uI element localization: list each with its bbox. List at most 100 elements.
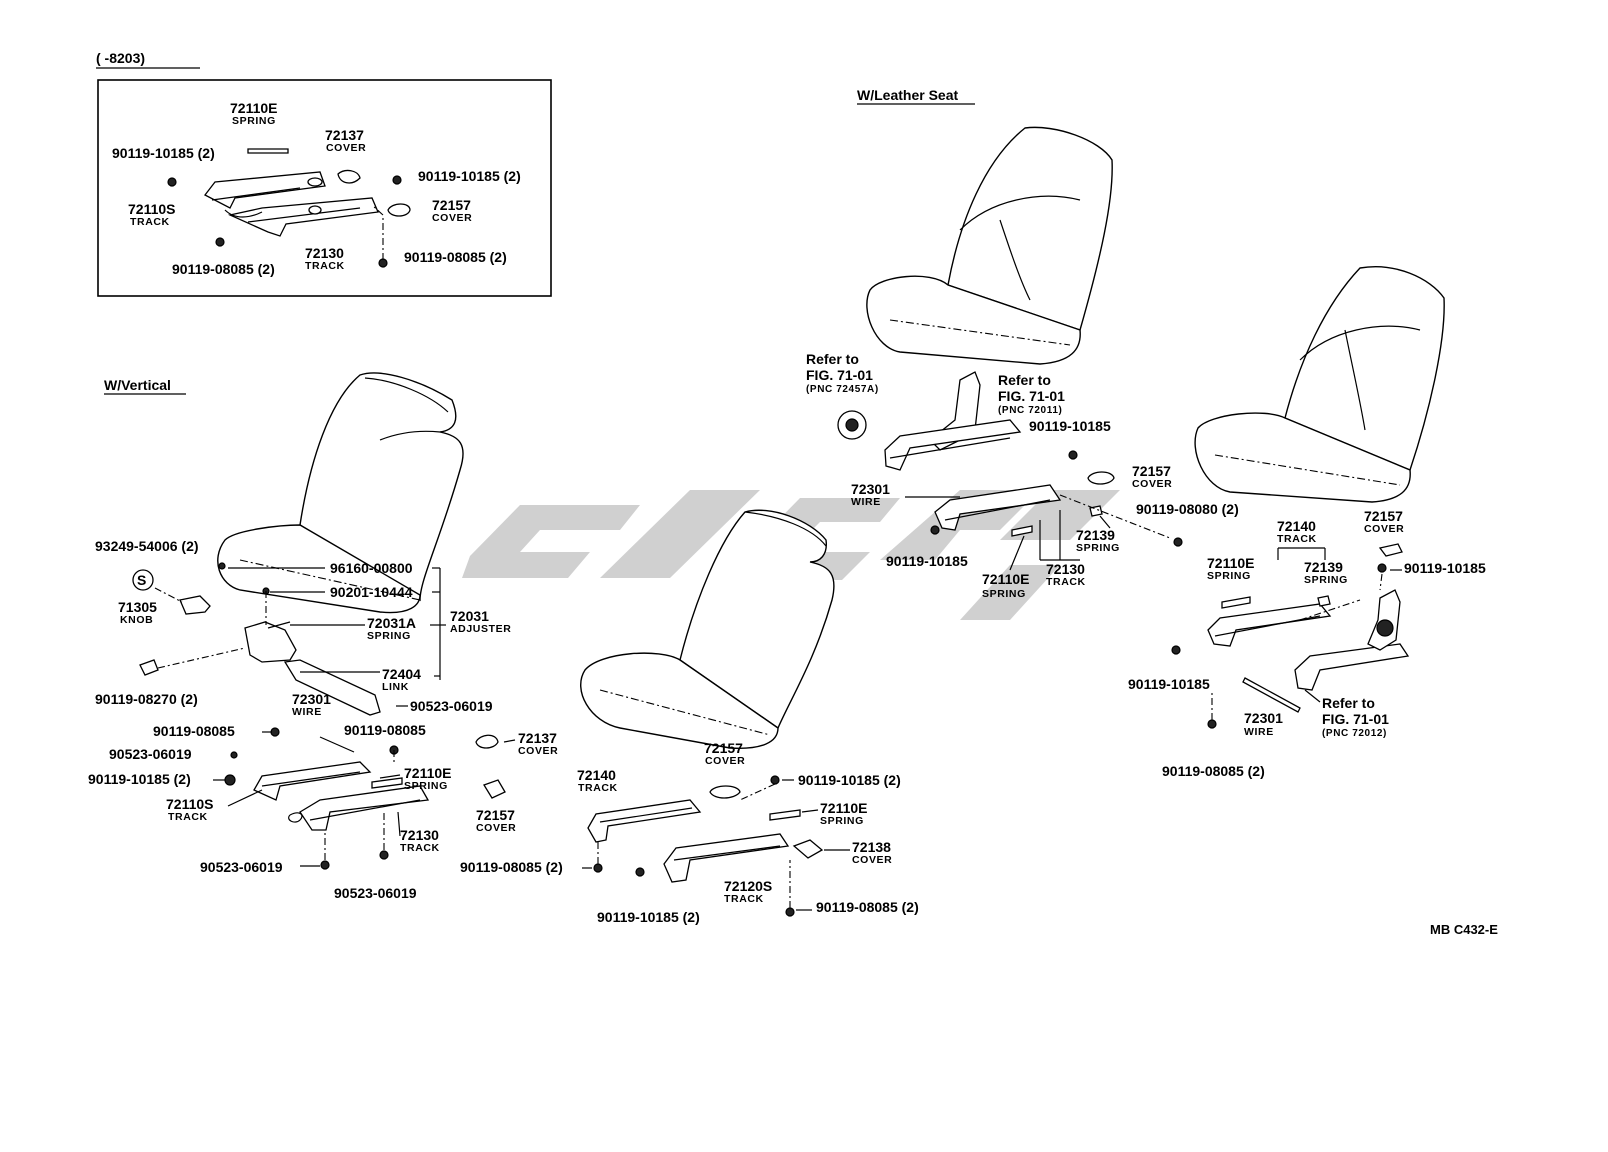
inset-label-pn: 90119-08085 (2)	[172, 261, 275, 277]
leather-spring-72110e	[1011, 525, 1033, 537]
right-label-pn: 90119-10185	[1128, 676, 1210, 692]
inset-label-pn: 90119-10185 (2)	[112, 145, 215, 161]
vertical-label-pn: 90119-08085	[344, 722, 426, 738]
right-label-name: TRACK	[1277, 533, 1317, 545]
leather-refer1-line1: Refer to	[806, 351, 859, 367]
center-label-name: TRACK	[724, 893, 764, 905]
center-label-name: COVER	[705, 755, 745, 767]
center-label-pn: 90119-08085 (2)	[460, 859, 563, 875]
right-spring-72139	[1317, 595, 1331, 607]
right-refer-line1: Refer to	[1322, 695, 1375, 711]
vertical-label-pn: 72031A	[367, 615, 416, 631]
bolt-90119-08270	[139, 659, 159, 676]
leather-lower-track	[934, 484, 1062, 531]
vertical-label-pn: 72404	[382, 666, 421, 682]
vertical-label-pn: 72137	[518, 730, 557, 746]
right-lower-track	[1294, 643, 1410, 691]
right-label-pn: 72140	[1277, 518, 1316, 534]
vertical-label-name: COVER	[476, 822, 516, 834]
leather-label-name: SPRING	[1076, 542, 1120, 554]
leather-label-pn: 90119-08080 (2)	[1136, 501, 1239, 517]
leather-label-name: WIRE	[851, 496, 881, 508]
right-refer-pnc: (PNC 72012)	[1322, 728, 1387, 739]
right-track-72140	[1207, 603, 1332, 647]
vertical-label-pn: 90119-08270 (2)	[95, 691, 198, 707]
inset-label-name: COVER	[326, 142, 366, 154]
right-label-name: WIRE	[1244, 726, 1274, 738]
vertical-label-pn: 90523-06019	[200, 859, 283, 875]
vertical-label-name: TRACK	[400, 842, 440, 854]
leather-label-pn: 72139	[1076, 527, 1115, 543]
vertical-seat	[217, 372, 464, 614]
center-cover-72138	[792, 839, 824, 859]
center-seat	[580, 509, 835, 749]
inset-label-pn: 90119-10185 (2)	[418, 168, 521, 184]
leather-label-pn: 72110E	[982, 571, 1030, 587]
leather-label-name: TRACK	[1046, 576, 1086, 588]
leather-label-name: COVER	[1132, 478, 1172, 490]
center-track-72120s	[663, 833, 790, 883]
right-refer-line2: FIG. 71-01	[1322, 711, 1389, 727]
leather-title: W/Leather Seat	[857, 87, 958, 103]
inset-bolt-4	[378, 258, 388, 268]
right-cover-72157	[1378, 543, 1403, 557]
vertical-label-pn: 90119-08085	[153, 723, 235, 739]
vertical-label-pn: S	[137, 572, 146, 588]
cover-72137	[475, 734, 499, 749]
inset-label-name: COVER	[432, 212, 472, 224]
inset-label-name: TRACK	[305, 260, 345, 272]
center-label-pn: 72120S	[724, 878, 772, 894]
leather-label-name: SPRING	[982, 588, 1026, 600]
leather-refer1-line2: FIG. 71-01	[806, 367, 873, 383]
inset-spring	[247, 148, 289, 154]
vertical-label-pn: 72157	[476, 807, 515, 823]
inset-label-pn: 72157	[432, 197, 471, 213]
inset-label-pn: 90119-08085 (2)	[404, 249, 507, 265]
leather-refer2-line2: FIG. 71-01	[998, 388, 1065, 404]
inset-bolt-2	[392, 175, 402, 185]
center-label-pn: 90119-08085 (2)	[816, 899, 919, 915]
vertical-label-pn: 90523-06019	[334, 885, 417, 901]
vertical-label-name: ADJUSTER	[450, 623, 511, 635]
leather-section: W/Leather Seat Refer to FIG. 71-01	[806, 87, 1239, 600]
inset-label-name: SPRING	[232, 115, 276, 127]
inset-bolt-1	[167, 177, 177, 187]
inset-label-name: TRACK	[130, 216, 170, 228]
vertical-label-name: TRACK	[168, 811, 208, 823]
inset-track-assembly	[204, 171, 379, 237]
center-cover-72157	[709, 785, 741, 799]
vertical-label-name: KNOB	[120, 614, 153, 626]
diagram-code: MB C432-E	[1430, 922, 1498, 937]
inset-frame	[97, 79, 552, 297]
right-label-pn: 90119-08085 (2)	[1162, 763, 1265, 779]
center-label-name: SPRING	[820, 815, 864, 827]
center-label-pn: 90119-10185 (2)	[597, 909, 700, 925]
vertical-label-name: SPRING	[404, 780, 448, 792]
vertical-label-pn: 90523-06019	[109, 746, 192, 762]
center-spring	[769, 809, 801, 821]
vertical-label-pn: 71305	[118, 599, 157, 615]
leather-seat	[866, 126, 1113, 365]
inset-bolt-3	[215, 237, 225, 247]
inset-title: ( -8203)	[96, 50, 145, 66]
vertical-label-pn: 72031	[450, 608, 489, 624]
vertical-label-pn: 96160-00800	[330, 560, 413, 576]
vertical-label-pn: 93249-54006 (2)	[95, 538, 199, 554]
right-label-name: SPRING	[1207, 570, 1251, 582]
leather-label-pn: 72157	[1132, 463, 1171, 479]
inset-cover-72137	[337, 169, 361, 184]
right-seat	[1194, 266, 1445, 503]
leather-label-pn: 72301	[851, 481, 890, 497]
cover-72157	[483, 779, 506, 799]
right-section: 72140 TRACK 72157 COVER 72110E SPRING 72…	[1128, 266, 1486, 779]
leather-upper-track	[884, 419, 1022, 471]
center-label-pn: 72138	[852, 839, 891, 855]
right-label-pn: 72157	[1364, 508, 1403, 524]
vertical-label-pn: 90523-06019	[410, 698, 493, 714]
vertical-label-pn: 72110S	[166, 796, 214, 812]
vertical-label-name: SPRING	[367, 630, 411, 642]
vertical-title: W/Vertical	[104, 377, 171, 393]
center-label-name: TRACK	[578, 782, 618, 794]
vertical-label-name: LINK	[382, 681, 409, 693]
